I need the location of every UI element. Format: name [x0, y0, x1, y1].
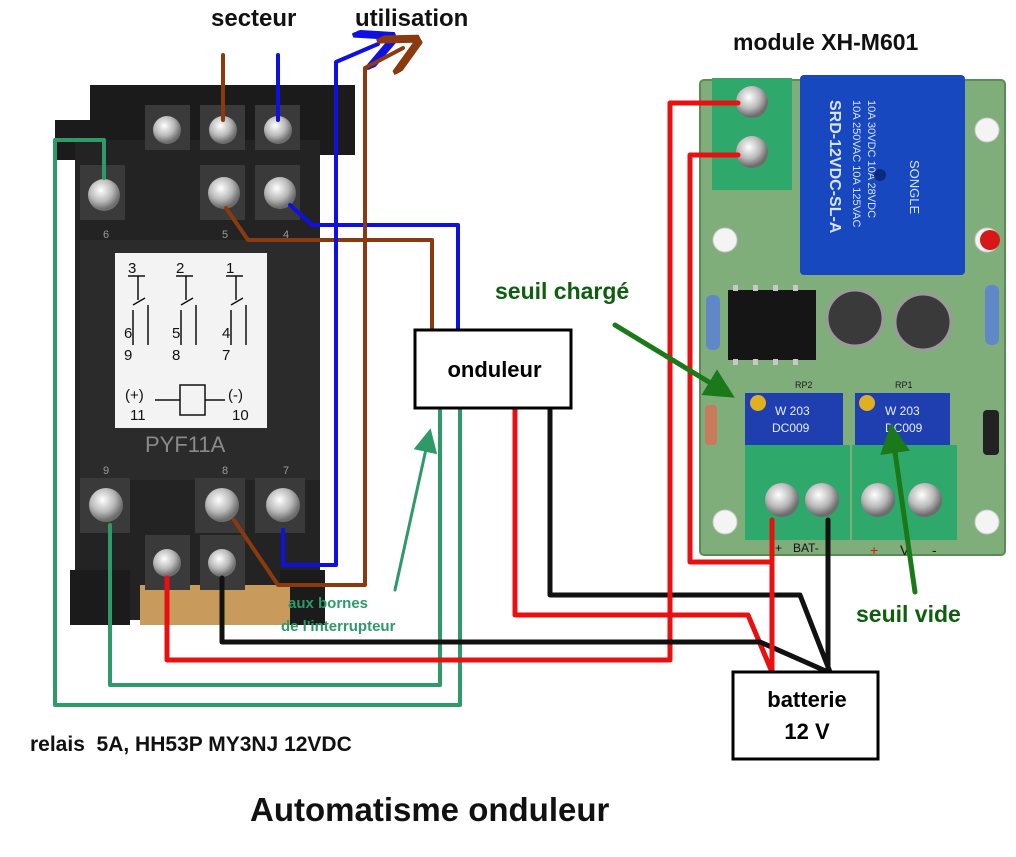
label-seuil-charge: seuil chargé [495, 278, 630, 304]
onduleur-label: onduleur [447, 357, 542, 382]
diagram-title: Automatisme onduleur [250, 791, 610, 828]
pot-code: DC009 [772, 421, 810, 435]
term-label-minus: - [932, 542, 937, 558]
arrow-seuil-charge [612, 322, 735, 398]
label-interrupteur: de l'interrupteur [281, 618, 396, 635]
ic-chip [728, 290, 816, 360]
pot-label-rp1: RP1 [895, 380, 913, 390]
xh-m601-module: SRD-12VDC-SL-A 10A 250VAC 10A 125VAC 10A… [699, 75, 1006, 558]
relay-rating-text: 10A 250VAC 10A 125VAC [850, 100, 862, 227]
batterie-box [731, 670, 880, 761]
coil-minus: (-) [228, 387, 243, 404]
relay-rating-text-2: 10A 30VDC 10A 28VDC [865, 100, 877, 218]
screw [264, 177, 296, 209]
schem-num-1: 1 [226, 260, 234, 277]
pot-label-rp2: RP2 [795, 380, 813, 390]
screw [205, 488, 239, 522]
model-label: PYF11A [145, 432, 226, 457]
relay-schematic-label [115, 253, 267, 428]
wire-black-onduleur-batt [547, 405, 833, 675]
wire-utilisation-blue [281, 44, 378, 567]
label-seuil-vide: seuil vide [856, 601, 961, 627]
pot-code-2: DC009 [885, 421, 923, 435]
term-label-plus: + [775, 541, 782, 555]
screw [153, 116, 181, 144]
capacitor [893, 292, 953, 352]
relay-model-text: SRD-12VDC-SL-A [826, 100, 843, 234]
coil-plus: (+) [125, 387, 144, 404]
led [980, 230, 1000, 250]
schem-num-6: 6 [124, 325, 132, 342]
pot-text-2: W 203 [885, 404, 920, 418]
wire-brown-onduleur [224, 206, 434, 332]
relay-socket: PYF11A [55, 85, 355, 625]
base-num: 8 [222, 465, 228, 477]
term-label-v: V [900, 542, 910, 558]
resistor [985, 285, 999, 345]
base-num: 6 [103, 229, 109, 241]
onduleur-box [413, 328, 573, 410]
wire-red-module-out [687, 152, 775, 565]
base-num: 7 [283, 465, 289, 477]
schem-num-5: 5 [172, 325, 180, 342]
label-module: module XH-M601 [733, 29, 919, 55]
arrow-seuil-vide [880, 423, 918, 595]
schem-num-7: 7 [222, 347, 230, 364]
label-secteur: secteur [211, 5, 297, 32]
schem-num-8: 8 [172, 347, 180, 364]
arrow-aux-bornes-1 [393, 428, 438, 592]
label-relais: relais 5A, HH53P MY3NJ 12VDC [30, 733, 352, 756]
schem-num-3: 3 [128, 260, 136, 277]
label-aux-bornes: aux bornes [288, 595, 369, 612]
batterie-voltage: 12 V [784, 719, 830, 744]
screw [208, 177, 240, 209]
wire-green-inner [108, 406, 442, 687]
diode [983, 410, 999, 455]
coil-minus-num: 10 [232, 407, 249, 424]
capacitor [825, 288, 885, 348]
batterie-label: batterie [767, 687, 847, 712]
label-utilisation: utilisation [355, 5, 469, 32]
schem-num-4: 4 [222, 325, 230, 342]
relay-brand: SONGLE [907, 160, 922, 215]
pot-text: W 203 [775, 404, 810, 418]
screw [153, 549, 181, 577]
schem-num-2: 2 [176, 260, 184, 277]
screw [208, 549, 236, 577]
screw [266, 488, 300, 522]
base-num: 9 [103, 465, 109, 477]
base-num: 5 [222, 229, 228, 241]
wire-red-coil [164, 100, 741, 663]
schem-num-9: 9 [124, 347, 132, 364]
screw [264, 116, 292, 144]
screw [209, 116, 237, 144]
screw [88, 179, 120, 211]
coil-plus-num: 11 [130, 407, 146, 424]
term-label-batminus: BAT- [793, 541, 819, 555]
wire-utilisation-brown [232, 48, 403, 587]
wire-black-coil [219, 575, 831, 675]
base-num: 4 [283, 229, 289, 241]
term-label-plus-2: + [870, 542, 878, 558]
wire-green-outer [53, 138, 462, 707]
screw [89, 488, 123, 522]
wire-blue-onduleur [288, 203, 460, 332]
diode [705, 405, 717, 445]
resistor [706, 295, 720, 350]
